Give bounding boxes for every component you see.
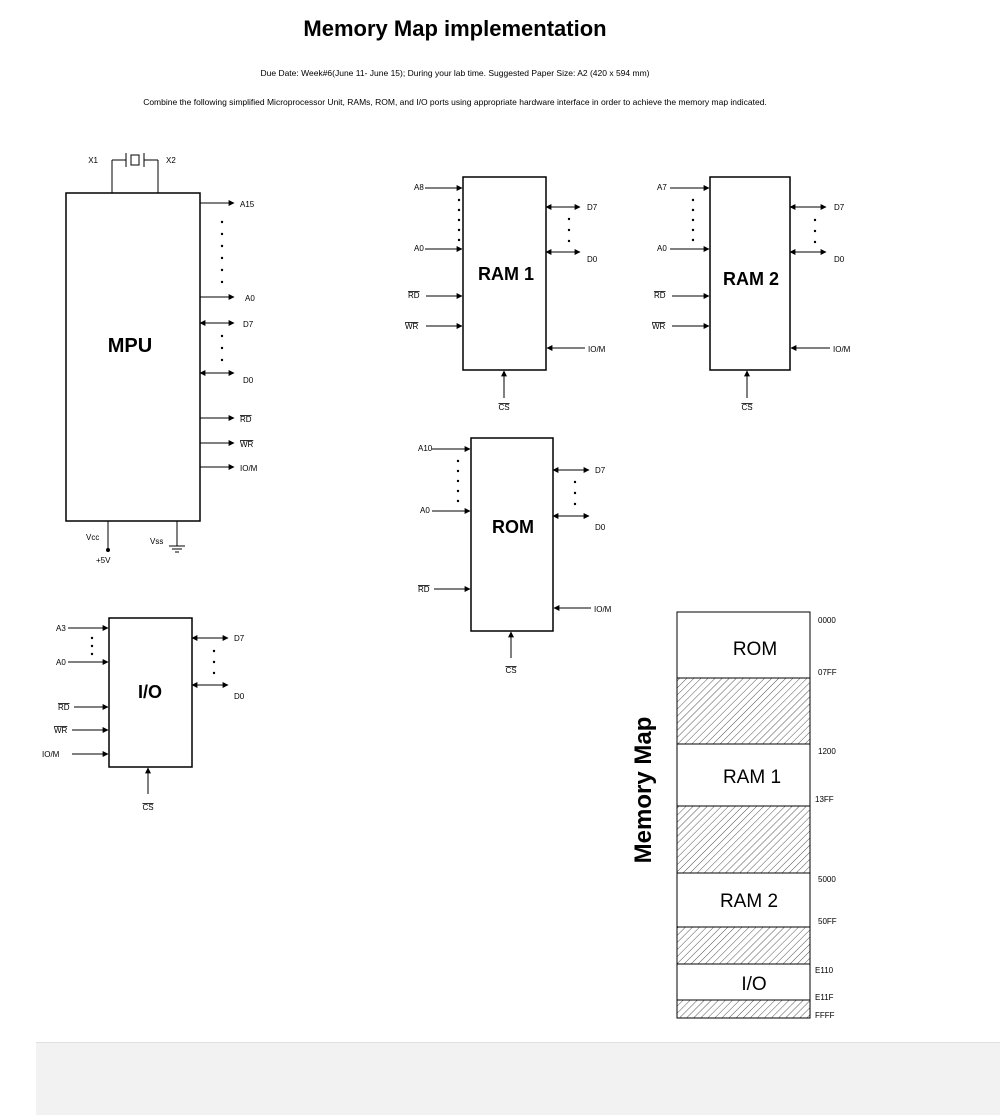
ram2-a7-label: A7: [657, 183, 667, 192]
rom-d7-label: D7: [595, 466, 606, 475]
io-rd-label: RD: [58, 703, 70, 712]
ram2-d0-label: D0: [834, 255, 845, 264]
io-addr-dots: [90, 636, 94, 656]
ram1-addr-dots: [457, 198, 461, 242]
ram2-addr-dots: [691, 198, 695, 242]
io-label: I/O: [138, 682, 162, 702]
ram2-data-dots: [813, 218, 817, 244]
circuit-diagram: MPU X1 X2 A15 A0 D7 D0: [42, 153, 851, 1020]
ram1-wr-label: WR: [405, 322, 419, 331]
ram1-data-dots: [567, 217, 571, 243]
due-date-line: Due Date: Week#6(June 11- June 15); Duri…: [260, 68, 650, 78]
mpu-chip: MPU X1 X2 A15 A0 D7 D0: [65, 153, 258, 565]
io-d0-label: D0: [234, 692, 245, 701]
x2-label: X2: [166, 156, 176, 165]
rom-a0-label: A0: [420, 506, 430, 515]
addr-5000: 5000: [818, 875, 836, 884]
ram2-label: RAM 2: [723, 269, 779, 289]
ram2-rd-label: RD: [654, 291, 666, 300]
ram1-label: RAM 1: [478, 264, 534, 284]
mpu-label: MPU: [108, 335, 152, 357]
vcc-label: Vcc: [86, 533, 99, 542]
ram1-d0-label: D0: [587, 255, 598, 264]
instructions-text: Combine the following simplified Micropr…: [143, 97, 767, 107]
crystal-icon: [111, 153, 159, 193]
io-chip: I/O A3 A0 RD WR IO/M D7 D0 CS: [42, 617, 245, 812]
rom-addr-dots: [456, 459, 460, 503]
io-wr-label: WR: [54, 726, 68, 735]
rom-a10-label: A10: [418, 444, 433, 453]
mpu-a15-label: A15: [240, 200, 255, 209]
rom-d0-label: D0: [595, 523, 606, 532]
memory-map-title: Memory Map: [630, 717, 657, 864]
ram2-wr-label: WR: [652, 322, 666, 331]
ram1-chip: RAM 1 A8 A0 RD WR D7 D0 IO/M CS: [405, 176, 606, 412]
vss-label: Vss: [150, 537, 163, 546]
addr-1200: 1200: [818, 747, 836, 756]
map-region-io: [676, 963, 811, 1001]
mpu-iom-label: IO/M: [240, 464, 258, 473]
map-rom-label: ROM: [733, 639, 777, 660]
io-d7-label: D7: [234, 634, 245, 643]
rom-cs-label: CS: [505, 666, 516, 675]
page-title: Memory Map implementation: [303, 16, 607, 41]
ram1-cs-label: CS: [498, 403, 509, 412]
memory-map: Memory Map ROM RAM 1 RAM 2 I/O 0000 07FF…: [630, 611, 837, 1020]
io-a0-label: A0: [56, 658, 66, 667]
x1-label: X1: [88, 156, 98, 165]
ground-icon: [169, 545, 185, 553]
ram2-iom-label: IO/M: [833, 345, 851, 354]
addr-e11f: E11F: [815, 993, 834, 1002]
vcc-node-icon: [106, 548, 110, 552]
addr-13ff: 13FF: [815, 795, 834, 804]
map-io-label: I/O: [741, 974, 766, 995]
addr-e110: E110: [815, 966, 834, 975]
rom-iom-label: IO/M: [594, 605, 612, 614]
rom-label: ROM: [492, 517, 534, 537]
ram1-d7-label: D7: [587, 203, 598, 212]
mpu-a0-label: A0: [245, 294, 255, 303]
addr-ffff: FFFF: [815, 1011, 835, 1020]
io-cs-label: CS: [142, 803, 153, 812]
io-a3-label: A3: [56, 624, 66, 633]
map-region-gap: [676, 677, 811, 745]
ram2-a0-label: A0: [657, 244, 667, 253]
addr-07ff: 07FF: [818, 668, 837, 677]
ram2-cs-label: CS: [741, 403, 752, 412]
mpu-wr-label: WR: [240, 440, 254, 449]
map-region-rom: [676, 611, 811, 679]
ram1-iom-label: IO/M: [588, 345, 606, 354]
ram2-chip: RAM 2 A7 A0 RD WR D7 D0 IO/M CS: [652, 176, 851, 412]
map-region-ram2: [676, 872, 811, 928]
map-region-gap: [676, 926, 811, 965]
ram1-a0-label: A0: [414, 244, 424, 253]
map-region-ram1: [676, 743, 811, 807]
rom-rd-label: RD: [418, 585, 430, 594]
addr-50ff: 50FF: [818, 917, 837, 926]
mpu-addr-dots: [220, 220, 224, 284]
mpu-d0-label: D0: [243, 376, 254, 385]
mpu-data-dots: [220, 334, 224, 362]
mpu-rd-label: RD: [240, 415, 252, 424]
plus5v-label: +5V: [96, 556, 111, 565]
addr-0000: 0000: [818, 616, 836, 625]
rom-chip: ROM A10 A0 RD D7 D0 IO/M CS: [418, 437, 612, 675]
io-iom-label: IO/M: [42, 750, 60, 759]
ram1-rd-label: RD: [408, 291, 420, 300]
map-ram2-label: RAM 2: [720, 891, 778, 912]
map-ram1-label: RAM 1: [723, 767, 781, 788]
map-region-gap: [676, 805, 811, 874]
rom-data-dots: [573, 480, 577, 506]
footer-bar: [36, 1042, 1000, 1115]
ram2-d7-label: D7: [834, 203, 845, 212]
io-data-dots: [212, 649, 216, 675]
map-region-gap: [676, 999, 811, 1019]
ram1-a8-label: A8: [414, 183, 424, 192]
mpu-d7-label: D7: [243, 320, 254, 329]
